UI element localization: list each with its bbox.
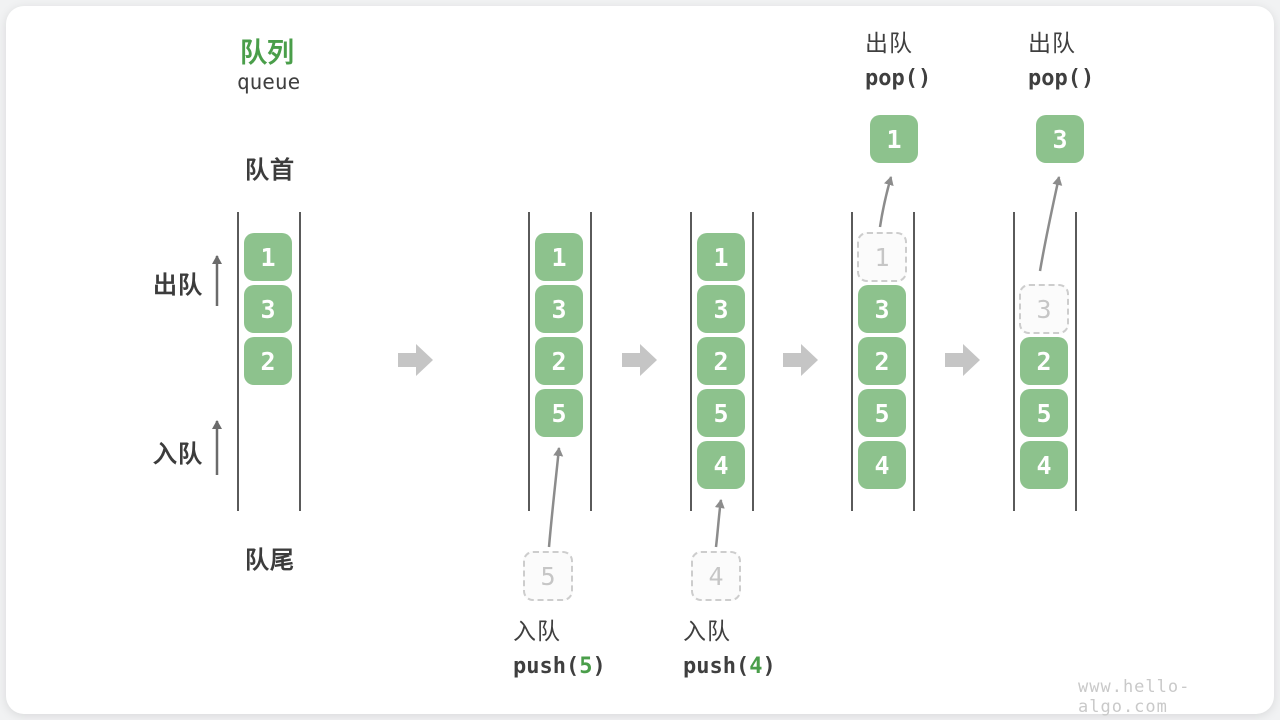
queue-cell: 1 [535, 233, 583, 281]
op-label-group: 入队 push(4) [683, 618, 776, 679]
queue-wall-right [299, 212, 301, 511]
queue-wall-left [528, 212, 530, 511]
op-name: 出队 [1028, 30, 1076, 56]
op-code: pop() [1028, 66, 1095, 91]
popped-cell: 3 [1036, 115, 1084, 163]
queue-wall-right [1075, 212, 1077, 511]
queue-cell: 3 [535, 285, 583, 333]
label-queue-rear: 队尾 [245, 547, 295, 574]
queue-cell: 1 [697, 233, 745, 281]
queue-wall-left [690, 212, 692, 511]
op-code: pop() [865, 66, 932, 91]
op-code-arg: 5 [579, 654, 593, 679]
op-label-group: 出队 pop() [865, 30, 931, 91]
queue-cell: 4 [697, 441, 745, 489]
op-label-group: 出队 pop() [1028, 30, 1094, 91]
queue-cell: 4 [858, 441, 906, 489]
op-code: push(5) [513, 654, 606, 679]
queue-cell: 2 [535, 337, 583, 385]
queue-cell: 5 [697, 389, 745, 437]
queue-cell: 2 [244, 337, 292, 385]
queue-cell-ghost: 1 [857, 232, 907, 282]
label-dequeue: 出队 [153, 272, 203, 299]
diagram-subtitle: queue [237, 70, 301, 94]
queue-wall-left [237, 212, 239, 511]
queue-wall-left [851, 212, 853, 511]
pending-cell: 5 [523, 551, 573, 601]
queue-wall-right [590, 212, 592, 511]
diagram-title: 队列 [240, 38, 294, 68]
diagram-card [6, 6, 1274, 714]
op-code: push(4) [683, 654, 776, 679]
queue-cell: 3 [697, 285, 745, 333]
label-queue-front: 队首 [245, 157, 295, 184]
queue-cell: 2 [858, 337, 906, 385]
label-enqueue: 入队 [153, 441, 203, 468]
watermark: www.hello-algo.com [1078, 677, 1191, 717]
op-name: 出队 [865, 30, 913, 56]
queue-cell: 5 [858, 389, 906, 437]
popped-cell: 1 [870, 115, 918, 163]
queue-cell: 3 [244, 285, 292, 333]
pending-cell: 4 [691, 551, 741, 601]
queue-wall-right [913, 212, 915, 511]
queue-cell: 5 [1020, 389, 1068, 437]
op-code-arg: 4 [749, 654, 763, 679]
queue-cell: 3 [858, 285, 906, 333]
queue-wall-right [752, 212, 754, 511]
queue-cell: 4 [1020, 441, 1068, 489]
queue-cell: 2 [1020, 337, 1068, 385]
queue-cell-ghost: 3 [1019, 284, 1069, 334]
op-name: 入队 [683, 618, 731, 644]
queue-cell: 1 [244, 233, 292, 281]
queue-cell: 2 [697, 337, 745, 385]
queue-cell: 5 [535, 389, 583, 437]
queue-wall-left [1013, 212, 1015, 511]
op-name: 入队 [513, 618, 561, 644]
op-label-group: 入队 push(5) [513, 618, 606, 679]
